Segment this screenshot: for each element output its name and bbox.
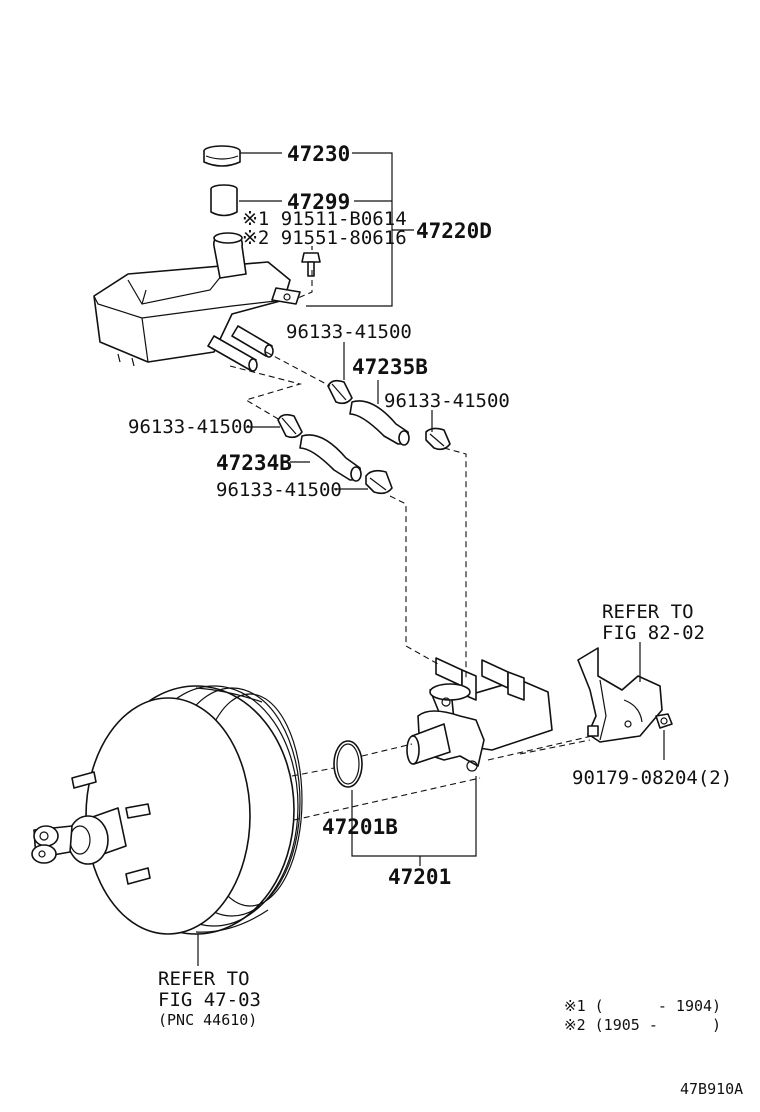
refer-fig82-line1: REFER TO xyxy=(602,601,694,623)
reservoir-screw xyxy=(301,252,321,277)
footnote-2: ※2 (1905 - ) xyxy=(564,1016,721,1034)
label-47235B: 47235B xyxy=(352,355,428,379)
reservoir-cap-47230 xyxy=(203,145,241,167)
label-47201: 47201 xyxy=(388,865,451,889)
label-91511: ※1 91511-B0614 xyxy=(242,208,407,230)
label-96133-d: 96133-41500 xyxy=(216,479,342,501)
hose-clamp-lower xyxy=(365,469,393,495)
label-47234B: 47234B xyxy=(216,451,292,475)
refer-fig82-line2: FIG 82-02 xyxy=(602,622,705,644)
brake-booster xyxy=(31,685,303,935)
master-cylinder-47201 xyxy=(406,657,553,772)
refer-fig47-line1: REFER TO xyxy=(158,968,250,990)
label-47201B: 47201B xyxy=(322,815,398,839)
hose-clamp-upper-right xyxy=(425,427,451,451)
label-47299: 47299 xyxy=(287,190,350,214)
hose-47235B xyxy=(349,400,410,446)
o-ring-47201B xyxy=(333,740,363,788)
label-96133-c: 96133-41500 xyxy=(128,416,254,438)
label-90179: 90179-08204(2) xyxy=(572,767,732,789)
assembly-dashed-lines xyxy=(229,270,593,821)
label-47230: 47230 xyxy=(287,142,350,166)
hose-clamp-upper-left xyxy=(327,379,353,405)
mounting-bracket xyxy=(577,647,663,743)
strainer-47299 xyxy=(210,184,238,217)
label-91551: ※2 91551-80616 xyxy=(242,227,407,249)
label-47220D: 47220D xyxy=(416,219,492,243)
nut-90179-08204 xyxy=(655,713,673,729)
diagram-id: 47B910A xyxy=(680,1080,743,1098)
hose-clamp-middle-left xyxy=(277,413,303,439)
refer-fig47-line2: FIG 47-03 xyxy=(158,989,261,1011)
leader-lines xyxy=(197,152,665,966)
footnote-1: ※1 ( - 1904) xyxy=(564,997,721,1015)
label-96133-a: 96133-41500 xyxy=(286,321,412,343)
hose-47234B xyxy=(299,434,362,482)
reservoir-tank-47220D xyxy=(93,232,301,372)
label-96133-b: 96133-41500 xyxy=(384,390,510,412)
refer-fig47-line3: (PNC 44610) xyxy=(158,1011,257,1029)
